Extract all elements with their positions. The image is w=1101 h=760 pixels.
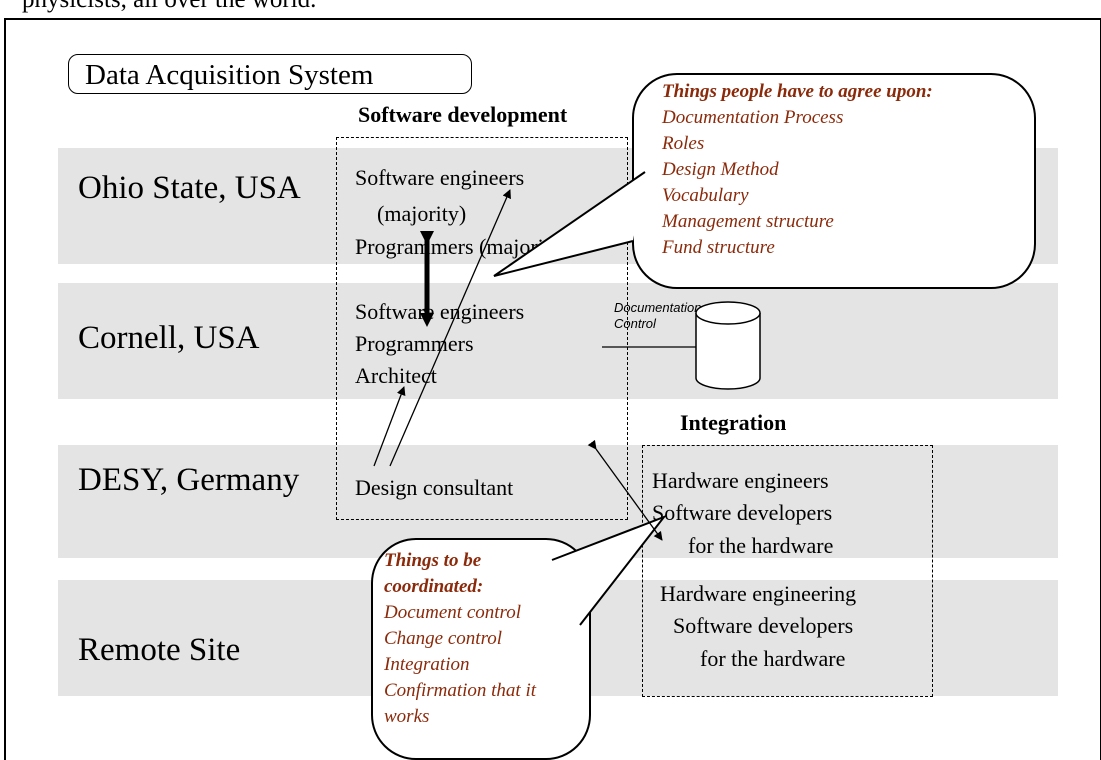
agree-callout-content: Things people have to agree upon: Docume… [662,79,933,261]
agree-item: Management structure [662,211,834,232]
coordinate-callout-title-1: Things to be [384,550,482,571]
cornell-role-architect: Architect [355,363,437,388]
integration-double-arrow [587,439,663,541]
coordinate-item: works [384,706,430,727]
consultant-to-cornell-arrow [373,386,406,467]
agree-item: Fund structure [662,237,775,258]
integration-remote-line3: for the hardware [700,646,846,671]
integration-desy-line2: Software developers [652,500,833,525]
coordinate-callout-title-2: coordinated: [384,576,484,597]
ohio-role-majority: (majority) [377,201,467,226]
documentation-control-label: Documentation Control [614,300,701,332]
desy-role-design-consultant: Design consultant [355,475,514,500]
coordinate-callout-content: Things to be coordinated: Document contr… [384,548,536,730]
doc-label-line2: Control [614,316,656,331]
coordinate-item: Integration [384,654,470,675]
site-label-ohio: Ohio State, USA [78,170,301,206]
site-label-desy: DESY, Germany [78,462,300,498]
database-icon [695,301,761,390]
integration-desy-line3: for the hardware [688,533,834,558]
software-development-box [336,137,628,520]
software-development-heading: Software development [358,102,568,127]
site-label-cornell: Cornell, USA [78,320,260,356]
consultant-to-ohio-arrow [389,189,511,467]
band-cornell [58,283,1058,399]
agree-item: Roles [662,133,705,154]
doc-label-line1: Documentation [614,300,702,315]
coordinate-callout-bubble [371,538,591,760]
caption-fragment: physicists, all over the world. [22,0,316,14]
coordinate-item: Change control [384,628,503,649]
ohio-role-software-engineers: Software engineers [355,165,525,190]
agree-item: Design Method [662,159,779,180]
integration-heading: Integration [680,410,787,435]
coordinate-item: Confirmation that it [384,680,537,701]
system-title: Data Acquisition System [68,54,472,94]
site-label-remote: Remote Site [78,632,241,668]
integration-remote-line1: Hardware engineering [660,581,857,606]
coordinate-item: Document control [384,602,522,623]
integration-box [642,445,933,697]
cornell-role-software-engineers: Software engineers [355,299,525,324]
agree-callout-bubble [632,73,1036,289]
cornell-role-programmers: Programmers [355,331,474,356]
agree-bubble-tail [493,171,646,277]
agree-callout-title: Things people have to agree upon: [662,81,933,102]
integration-desy-line1: Hardware engineers [652,468,829,493]
integration-remote-line2: Software developers [673,613,854,638]
agree-item: Vocabulary [662,185,749,206]
coordinate-bubble-tail [551,514,667,626]
agree-item: Documentation Process [662,107,844,128]
